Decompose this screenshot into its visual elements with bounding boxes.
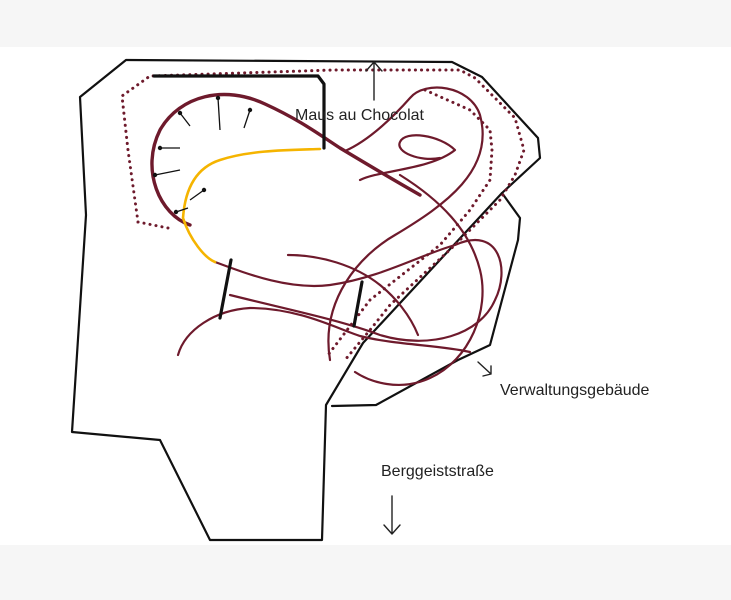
bottom-margin-band xyxy=(0,545,731,600)
track-main-loop xyxy=(150,92,422,227)
label-berggeiststrasse: Berggeiststraße xyxy=(381,463,494,480)
support-pins xyxy=(152,95,253,215)
admin-building-outline xyxy=(330,191,522,408)
track-right-swoop xyxy=(353,173,484,386)
arrow-down-right-icon xyxy=(477,361,492,377)
marker-bar-right xyxy=(352,280,364,328)
track-lower-long xyxy=(213,238,503,342)
track-cross-curve xyxy=(286,253,420,337)
label-maus-au-chocolat: Maus au Chocolat xyxy=(295,107,425,124)
top-margin-band xyxy=(0,0,731,47)
site-boundary xyxy=(70,58,542,542)
marker-bar-left xyxy=(218,258,233,320)
label-verwaltungsgebaeude: Verwaltungsgebäude xyxy=(500,382,650,399)
arrow-up-icon xyxy=(365,61,383,101)
track-helix-loop xyxy=(327,86,484,362)
yellow-track-section xyxy=(181,147,322,264)
track-bottom-sweep xyxy=(176,306,472,357)
dotted-path-inner xyxy=(326,88,494,357)
arrow-down-icon xyxy=(383,495,401,535)
station-bracket xyxy=(152,74,326,150)
track-upper-inner xyxy=(358,134,457,182)
